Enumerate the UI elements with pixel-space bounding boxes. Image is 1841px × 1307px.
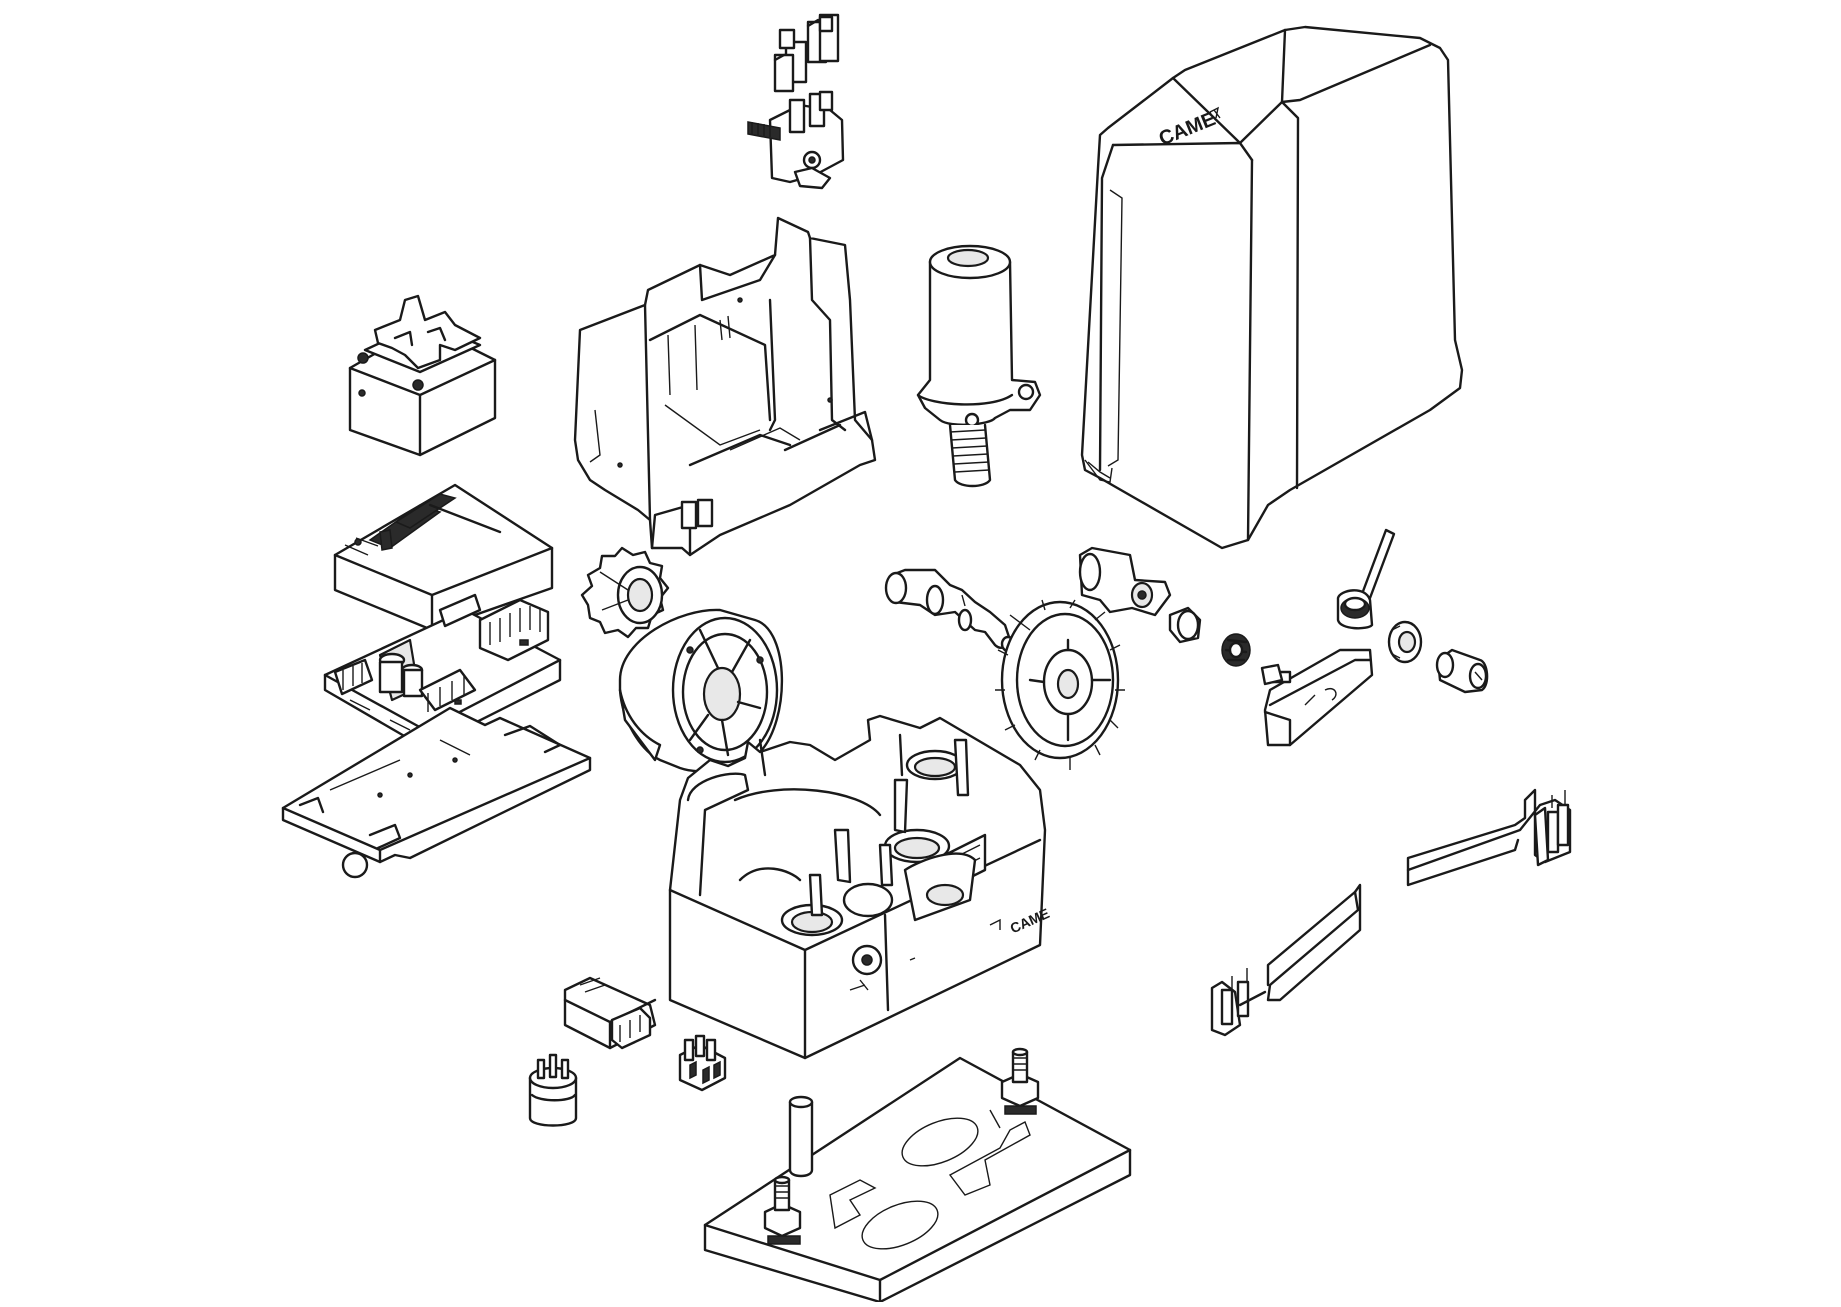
- limit-switch-bracket-left: [1210, 883, 1362, 1037]
- receiver-module: [563, 976, 657, 1050]
- release-bushing: [1168, 606, 1202, 644]
- release-lever: [1260, 528, 1396, 747]
- connector-block: [678, 1034, 727, 1092]
- cover-vent-stripes: [368, 493, 457, 551]
- spring: [1221, 633, 1251, 667]
- cover-housing: CAME: [1080, 25, 1464, 550]
- worm-shaft: [884, 568, 1016, 653]
- mounting-frame: [573, 216, 877, 557]
- anchoring-base-plate: [703, 1047, 1132, 1304]
- terminal-blocks: [773, 13, 840, 93]
- gearbox-housing: CAME: [668, 714, 1052, 1060]
- output-gear: [995, 599, 1125, 770]
- transformer: [348, 294, 497, 457]
- control-board: [323, 593, 562, 750]
- board-support-plate: [281, 706, 592, 879]
- lock-cylinder: [1435, 648, 1489, 694]
- capacitor-bracket: [747, 90, 845, 190]
- limit-switch-bracket-right: [1406, 788, 1572, 887]
- bearing-flange: [618, 608, 784, 773]
- capacitor: [528, 1053, 578, 1127]
- release-knob: [1387, 620, 1423, 664]
- electric-motor: [916, 244, 1042, 488]
- control-board-cover: [333, 483, 554, 632]
- drive-pinion: [580, 546, 670, 639]
- release-cam: [1078, 546, 1172, 617]
